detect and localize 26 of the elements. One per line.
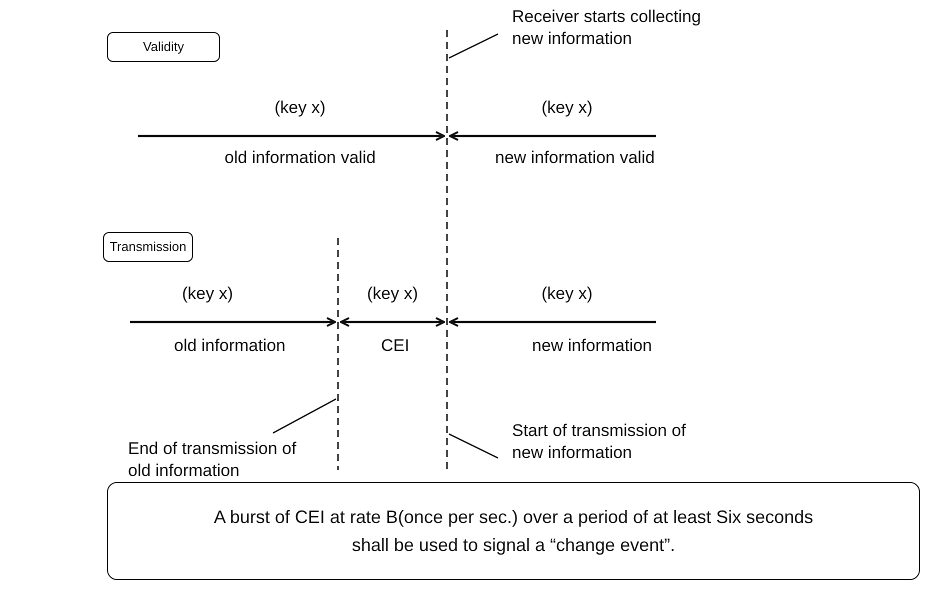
section-label: Transmission: [103, 232, 193, 262]
edge-label: (key x): [542, 98, 592, 118]
timing-arrow: [449, 317, 656, 327]
timing-arrow: [138, 131, 445, 141]
timing-arrow: [449, 131, 656, 141]
annotation-text: Receiver starts collecting new information: [512, 6, 717, 54]
segment-label: new information valid: [495, 148, 655, 168]
timing-arrow: [130, 317, 336, 327]
leader-line: [448, 433, 498, 459]
timing-arrow: [340, 317, 445, 327]
section-label: Validity: [107, 32, 220, 62]
leader-line: [272, 398, 336, 434]
dashed-marker-line: [335, 238, 341, 470]
segment-label: new information: [532, 336, 652, 356]
dashed-marker-line: [444, 30, 450, 470]
edge-label: (key x): [182, 284, 233, 304]
annotation-text: End of transmission of old information: [128, 438, 318, 482]
annotation-text: Start of transmission of new information: [512, 420, 717, 464]
edge-label: (key x): [367, 284, 418, 304]
edge-label: (key x): [542, 284, 592, 304]
note-box: A burst of CEI at rate B(once per sec.) over a period of at least Six seconds shall be used to signal a “change event”.: [107, 482, 920, 580]
leader-line: [448, 33, 498, 59]
segment-label: CEI: [381, 336, 410, 356]
segment-label: old information: [174, 336, 286, 356]
edge-label: (key x): [274, 98, 326, 118]
segment-label: old information valid: [224, 148, 376, 168]
